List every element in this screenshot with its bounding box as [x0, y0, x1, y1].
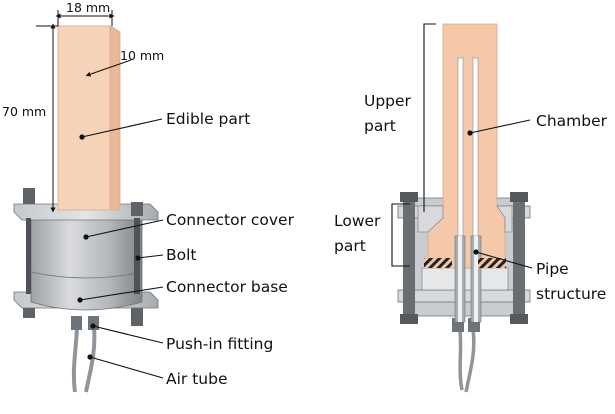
label-upper-part-1: Upper [364, 92, 412, 110]
hatch-left [424, 258, 452, 268]
label-push-in-fitting: Push-in fitting [166, 335, 273, 353]
label-pipe-structure-1: Pipe [536, 260, 569, 278]
label-air-tube: Air tube [166, 370, 228, 388]
label-lower-part-1: Lower [334, 212, 381, 230]
label-connector-base: Connector base [166, 278, 288, 296]
leader-dots-left [77, 134, 141, 360]
dimension-lines [36, 10, 132, 213]
leader-lines-right [469, 119, 533, 269]
label-upper-part-2: part [364, 117, 396, 135]
chamber-channel-right [472, 57, 479, 239]
label-pipe-structure-2: structure [536, 285, 606, 303]
right-assembly-section: Upper part Lower part Chamber Pipe struc… [334, 23, 608, 393]
air-tube-left [71, 327, 79, 393]
edible-part [57, 25, 121, 211]
left-assembly: 18 mm 10 mm 70 mm Edible part Connector … [2, 0, 295, 393]
air-tube-right [84, 327, 97, 393]
section-edible-part [427, 23, 506, 269]
leader-dots-right [467, 130, 479, 255]
dim-depth-label: 10 mm [120, 48, 164, 63]
push-in-fitting-2 [88, 316, 99, 330]
hatch-right [478, 258, 506, 268]
label-edible-part: Edible part [166, 110, 250, 128]
section-air-tube-right [464, 329, 476, 393]
label-chamber: Chamber [536, 112, 608, 130]
dim-width-label: 18 mm [66, 0, 110, 15]
push-in-fitting-1 [71, 316, 82, 330]
section-air-tube-left [458, 329, 464, 391]
leader-lines-left [79, 118, 164, 379]
label-bolt: Bolt [166, 246, 197, 264]
connector-base [30, 271, 143, 311]
brackets [391, 23, 436, 267]
chamber-channel-left [457, 57, 464, 239]
label-connector-cover: Connector cover [166, 211, 295, 229]
label-lower-part-2: part [334, 237, 366, 255]
connector-top-plate [13, 203, 159, 221]
dim-height-label: 70 mm [2, 104, 46, 119]
